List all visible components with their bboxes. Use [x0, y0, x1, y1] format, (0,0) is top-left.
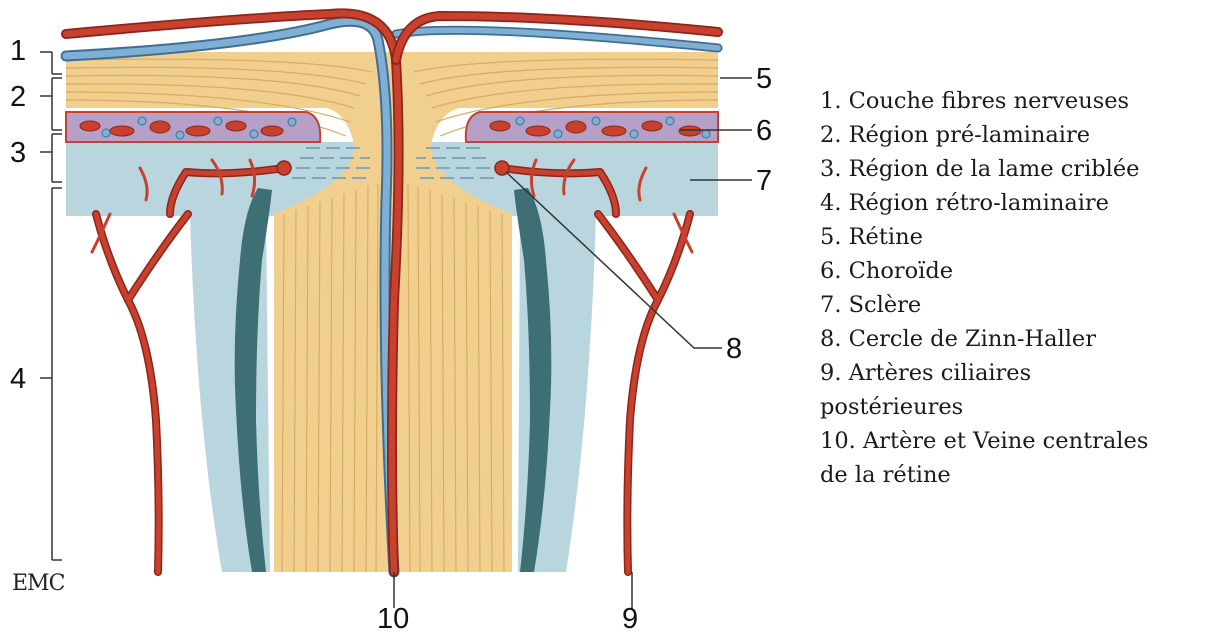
layer-brackets: [40, 52, 62, 560]
callout-3: 3: [10, 137, 26, 169]
legend-item: 5. Rétine: [820, 220, 1215, 254]
legend-item: 9. Artères ciliaires: [820, 356, 1215, 390]
legend-item: 3. Région de la lame criblée: [820, 152, 1215, 186]
callout-2: 2: [10, 81, 26, 113]
optic-nerve-head-illustration: 1 2 3 4 5 6 7 8 9 10 EMC: [0, 0, 800, 633]
legend-item: 2. Région pré-laminaire: [820, 118, 1215, 152]
legend-item: 8. Cercle de Zinn-Haller: [820, 322, 1215, 356]
callout-5: 5: [756, 63, 772, 95]
legend-item: postérieures: [820, 390, 1215, 424]
legend-item: 10. Artère et Veine centrales: [820, 424, 1215, 458]
legend-item: 4. Région rétro-laminaire: [820, 186, 1215, 220]
legend-item: de la rétine: [820, 458, 1215, 492]
callout-7: 7: [756, 165, 772, 197]
legend-list: 1. Couche fibres nerveuses 2. Région pré…: [820, 84, 1215, 492]
callout-1: 1: [10, 35, 26, 67]
callout-6: 6: [756, 115, 772, 147]
callout-10: 10: [377, 603, 409, 633]
emc-credit-mark: EMC: [12, 571, 65, 596]
legend-item: 6. Choroïde: [820, 254, 1215, 288]
legend-item: 7. Sclère: [820, 288, 1215, 322]
callout-8: 8: [726, 333, 742, 365]
callout-4: 4: [10, 363, 26, 395]
callout-9: 9: [622, 603, 638, 633]
legend-item: 1. Couche fibres nerveuses: [820, 84, 1215, 118]
